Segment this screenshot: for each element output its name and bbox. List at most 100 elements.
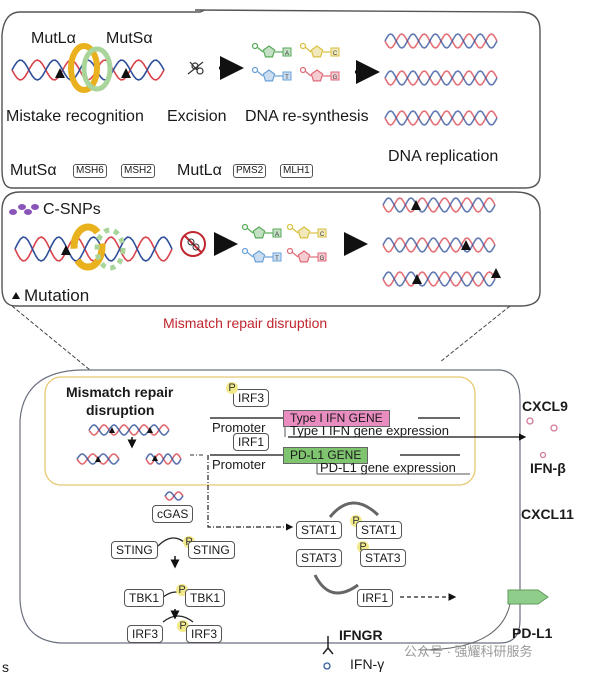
mutation-mark-icon bbox=[411, 200, 421, 210]
cgas-box: cGAS bbox=[152, 505, 194, 523]
ifnb-molecule-icon bbox=[539, 451, 547, 459]
mutation-mark-icon bbox=[491, 268, 501, 278]
legend-mutl-label: MutLα bbox=[177, 162, 222, 179]
mutl-label: MutLα bbox=[31, 30, 76, 47]
nucleotide-t-base bbox=[272, 252, 282, 262]
mutation-triangle-icon bbox=[12, 292, 20, 299]
irf1-box-nucleus: IRF1 bbox=[233, 433, 270, 451]
type1-ifn-gene: Type I IFN GENE bbox=[283, 410, 390, 427]
protein-msh6: MSH6 bbox=[73, 164, 107, 178]
dna-mid-input-strand-red bbox=[14, 236, 173, 262]
nucleotide-t-base bbox=[282, 71, 292, 81]
nucleotide-t-phosphate bbox=[241, 247, 249, 255]
irf3-box-nucleus: IRF3 bbox=[233, 389, 270, 407]
pdl1-label: PD-L1 bbox=[512, 625, 553, 641]
dna-mutated-2-strand-blue bbox=[382, 237, 496, 253]
nucleotide-g-phosphate bbox=[286, 247, 294, 255]
muts-ring-icon bbox=[81, 46, 113, 92]
promoter-label-2: Promoter bbox=[212, 457, 266, 472]
step-mistake-recognition: Mistake recognition bbox=[6, 108, 144, 125]
nucleotide-c-base bbox=[330, 47, 340, 57]
stat1-box: STAT1 bbox=[296, 521, 342, 539]
nucleotide-t-sugar bbox=[262, 69, 276, 82]
mutl-ring-icon bbox=[70, 223, 106, 271]
nucleotide-g-base-letter: G bbox=[333, 75, 338, 81]
nucleotide-a-base bbox=[282, 47, 292, 57]
nucleotide-a-base bbox=[272, 228, 282, 238]
nucleotide-c-phosphate bbox=[286, 223, 294, 231]
mutation-mark-icon bbox=[461, 240, 471, 250]
mutation-mark-icon bbox=[152, 455, 158, 461]
dna-nucleus-intact-strand-blue bbox=[88, 424, 170, 436]
mutation-label: Mutation bbox=[24, 286, 90, 305]
nucleotide-g-sugar bbox=[310, 69, 324, 82]
scissors-icon bbox=[187, 61, 204, 75]
ifngr-label: IFNGR bbox=[339, 627, 383, 643]
nucleotide-a-sugar bbox=[252, 226, 266, 239]
dna-mutated-3-strand-blue bbox=[382, 271, 496, 287]
stat3-p-box: STAT3 bbox=[360, 549, 406, 567]
nucleotide-a-base-letter: A bbox=[275, 232, 279, 238]
nucleotide-c-base bbox=[317, 228, 327, 238]
nucleus-frame bbox=[44, 376, 476, 486]
mutation-mark-icon bbox=[147, 427, 153, 433]
corner-letter: s bbox=[2, 659, 9, 675]
caption-mismatch-repair-disruption: Mismatch repair disruption bbox=[163, 315, 328, 331]
nucleotide-c-sugar bbox=[310, 45, 324, 58]
pdl1-gene: PD-L1 GENE bbox=[283, 447, 369, 464]
protein-msh2: MSH2 bbox=[121, 164, 155, 178]
tbk1-p-box: TBK1 bbox=[185, 589, 226, 607]
pdl1-expression: PD-L1 gene expression bbox=[320, 460, 456, 475]
mutation-mark-icon bbox=[109, 427, 115, 433]
nucleotide-c-base-letter: C bbox=[333, 51, 338, 57]
nucleotide-t-sugar bbox=[252, 250, 266, 263]
nucleotide-a-phosphate bbox=[241, 223, 249, 231]
zoom-line-right bbox=[439, 305, 511, 363]
irf1-box: IRF1 bbox=[357, 589, 394, 607]
nucleotide-g-base bbox=[317, 252, 327, 262]
nucleotide-g-base bbox=[330, 71, 340, 81]
nucleotide-g-phosphate bbox=[299, 66, 307, 74]
protein-pms2: PMS2 bbox=[233, 164, 267, 178]
ifngr-receptor-icon bbox=[322, 636, 334, 655]
csnp-particles-icon bbox=[9, 204, 39, 215]
muts-ring-icon bbox=[94, 227, 126, 271]
dna-replicated-1-strand-blue bbox=[384, 33, 498, 49]
cxcl11-label: CXCL11 bbox=[521, 506, 574, 522]
nucleotide-c-base-letter: C bbox=[320, 232, 325, 238]
cxcl9-molecule-icon bbox=[526, 417, 534, 425]
mmr-title-line2: disruption bbox=[86, 402, 155, 418]
step-dna-replication: DNA replication bbox=[388, 148, 499, 165]
promoter-label-1: Promoter bbox=[212, 420, 266, 435]
blocked-scissors-icon bbox=[180, 231, 206, 257]
panel-top-frame bbox=[1, 9, 541, 189]
nucleotide-t-phosphate bbox=[251, 66, 259, 74]
pdl1-protein-icon bbox=[507, 589, 549, 605]
panel-mid-frame bbox=[1, 191, 541, 307]
dna-top-input-strand-blue bbox=[11, 59, 165, 81]
ifn-gamma-icon bbox=[323, 662, 331, 670]
watermark: 公众号 · 强耀科研服务 bbox=[404, 644, 533, 659]
phospho-badge: P bbox=[226, 382, 238, 394]
mutation-mark-icon bbox=[55, 68, 65, 78]
nucleotide-a-phosphate bbox=[251, 42, 259, 50]
tbk1-box: TBK1 bbox=[124, 589, 165, 607]
legend-muts-label: MutSα bbox=[10, 162, 57, 179]
dna-fragment-2-strand-blue bbox=[145, 453, 182, 465]
protein-mlh1: MLH1 bbox=[280, 164, 313, 178]
mutation-mark-icon bbox=[412, 274, 422, 284]
dna-mutated-1-strand-blue bbox=[382, 197, 496, 213]
nucleotide-c-phosphate bbox=[299, 42, 307, 50]
type1-ifn-expression: Type I IFN gene expression bbox=[290, 423, 449, 438]
mutl-ring-icon bbox=[68, 43, 100, 93]
nucleotide-a-base-letter: A bbox=[285, 51, 289, 57]
dna-replicated-3-strand-blue bbox=[384, 110, 498, 126]
dna-top-input-strand-red bbox=[11, 59, 165, 81]
ifn-gamma-label: IFN-γ bbox=[350, 656, 385, 672]
step-dna-resynthesis: DNA re-synthesis bbox=[245, 108, 369, 125]
irf3-box: IRF3 bbox=[127, 625, 164, 643]
stat3-box: STAT3 bbox=[296, 549, 342, 567]
sting-box: STING bbox=[111, 541, 158, 559]
mutation-mark-icon bbox=[61, 245, 71, 255]
